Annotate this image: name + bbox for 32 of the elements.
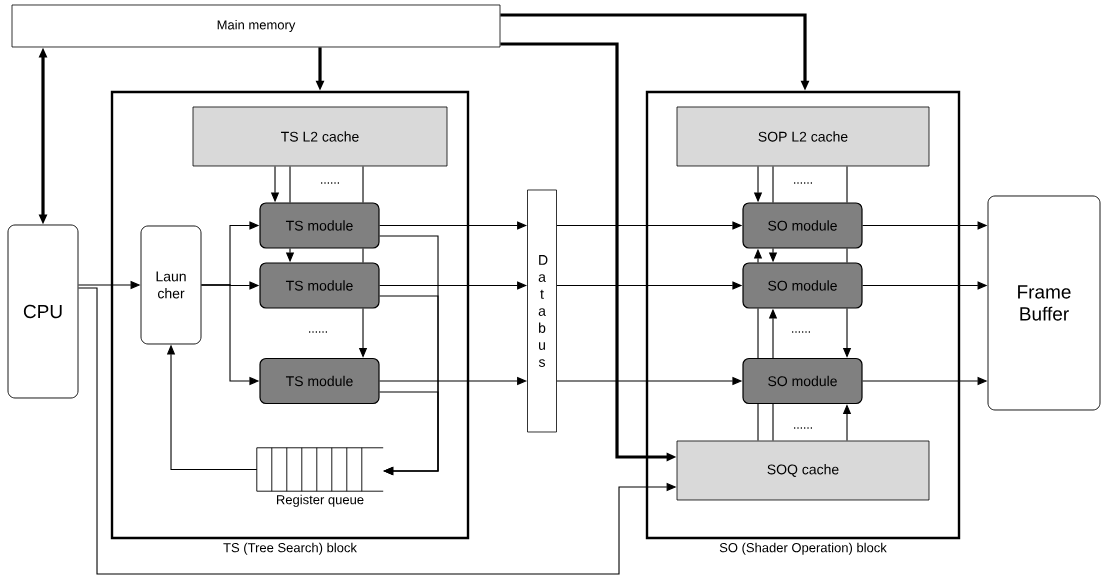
connector-line bbox=[757, 308, 759, 359]
ellipsis: ...... bbox=[321, 182, 339, 184]
register-queue: Register queue bbox=[256, 447, 384, 507]
ellipsis: ...... bbox=[794, 427, 812, 429]
module-box: TS module bbox=[259, 202, 380, 249]
connector-line bbox=[362, 248, 364, 263]
data-bus: D a t a b u s bbox=[527, 189, 557, 433]
cache-box: TS L2 cache bbox=[192, 106, 448, 167]
connector-line bbox=[757, 403, 759, 442]
memory-box: Main memory bbox=[11, 4, 501, 48]
unit-box: Frame Buffer bbox=[987, 195, 1101, 411]
ellipsis: ...... bbox=[794, 182, 812, 184]
connector-line bbox=[289, 165, 291, 203]
connector-line bbox=[362, 165, 364, 203]
connector-line bbox=[772, 165, 774, 203]
ellipsis: ...... bbox=[309, 331, 327, 333]
unit-box: Laun cher bbox=[140, 225, 202, 345]
ellipsis: ...... bbox=[792, 331, 810, 333]
module-box: TS module bbox=[259, 357, 380, 405]
connector-line bbox=[846, 165, 848, 203]
connector-line bbox=[846, 248, 848, 263]
module-box: SO module bbox=[742, 262, 863, 309]
node-label: TS (Tree Search) block bbox=[223, 542, 357, 555]
arrow bbox=[379, 391, 439, 476]
unit-box: CPU bbox=[7, 224, 79, 399]
module-box: TS module bbox=[259, 262, 380, 309]
module-box: SO module bbox=[742, 357, 863, 405]
cache-box: SOP L2 cache bbox=[676, 106, 930, 167]
cache-box: SOQ cache bbox=[676, 440, 930, 501]
connector-line bbox=[772, 403, 774, 442]
module-box: SO module bbox=[742, 202, 863, 249]
node-label: SO (Shader Operation) block bbox=[719, 542, 887, 555]
